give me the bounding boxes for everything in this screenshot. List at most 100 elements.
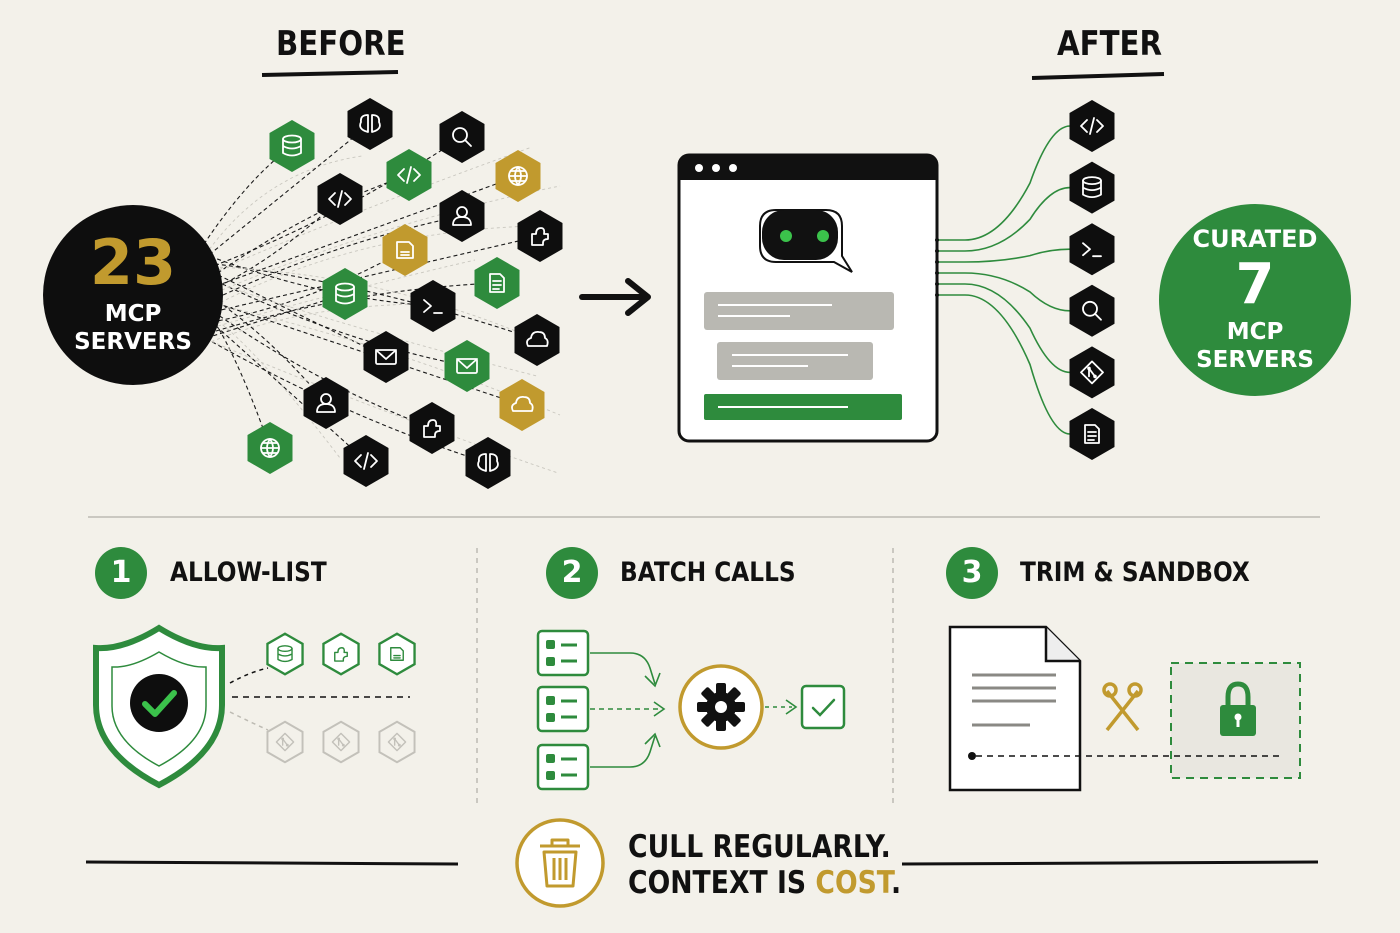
connection-line (209, 225, 533, 309)
database-icon (282, 134, 302, 157)
footer-line-2-prefix: CONTEXT IS (628, 865, 816, 901)
after-underline (1031, 72, 1165, 80)
server-hex (409, 402, 455, 454)
code-icon (1080, 117, 1104, 135)
server-hex (303, 377, 349, 429)
connection-line (211, 174, 410, 278)
server-hex (499, 379, 545, 431)
connection-line (215, 280, 468, 367)
connection-line (217, 320, 341, 459)
step-number-circle (946, 547, 998, 599)
checkbox-icon (800, 684, 846, 730)
window-dot (695, 164, 703, 172)
step-number-circle (546, 547, 598, 599)
search-icon (1082, 300, 1102, 321)
database-icon (277, 645, 293, 663)
server-hex (1069, 223, 1115, 276)
before-underline (261, 70, 399, 77)
server-hex (343, 435, 389, 487)
window-dot (712, 164, 720, 172)
user-icon (316, 393, 336, 413)
step-1-number: 1 (110, 555, 132, 590)
batch-calls-illustration (536, 629, 846, 791)
server-hex (347, 98, 393, 150)
globe-icon (508, 166, 528, 186)
blocked-server-hex (266, 720, 304, 764)
connection-line (937, 283, 1071, 374)
blocked-server-hex (378, 720, 416, 764)
step-2-label: BATCH CALLS (620, 557, 796, 588)
after-count: 7 (1235, 252, 1275, 317)
after-server-list (1069, 100, 1115, 460)
window-dot (729, 164, 737, 172)
connection-line (203, 123, 371, 260)
document-icon (1084, 424, 1100, 444)
connection-line (215, 325, 367, 462)
footer-accent: COST (815, 865, 891, 901)
document-icon (948, 625, 1082, 792)
puzzle-icon (423, 419, 441, 438)
mail-icon (375, 349, 397, 365)
code-icon (354, 452, 378, 470)
trim-sandbox-illustration (948, 625, 1301, 792)
document-icon (489, 273, 505, 293)
git-icon (387, 732, 407, 752)
step-1-label: ALLOW-LIST (170, 557, 327, 588)
curated-count-circle (1159, 204, 1351, 396)
connection-line (211, 249, 406, 323)
mail-icon (456, 358, 478, 374)
footer-rule (85, 860, 459, 866)
step-number-circle (95, 547, 147, 599)
footer-line-2-suffix: . (890, 865, 902, 901)
list-task-icon (536, 743, 590, 791)
connection-line (205, 155, 363, 255)
server-hex (363, 331, 409, 383)
transition-arrow (579, 278, 651, 316)
before-count-circle (43, 205, 223, 385)
connection-line (215, 282, 498, 332)
server-hex (1069, 408, 1115, 460)
server-hex (514, 314, 560, 366)
terminal-icon (423, 299, 443, 314)
allowed-server-hex (378, 632, 416, 676)
footer-line-1: CULL REGULARLY. (628, 829, 891, 865)
server-hex (269, 120, 315, 172)
globe-icon (260, 438, 280, 458)
server-hex (410, 280, 456, 332)
step-3-label: TRIM & SANDBOX (1020, 557, 1250, 588)
connection-line (205, 338, 559, 474)
server-hex (439, 190, 485, 242)
connection-line (213, 146, 533, 273)
user-icon (452, 206, 472, 226)
connection-line (203, 215, 463, 305)
cloud-icon (526, 330, 549, 347)
server-hex (1069, 284, 1115, 337)
server-hex (495, 150, 541, 202)
allowed-server-hex (322, 632, 360, 676)
server-hex (474, 257, 520, 309)
step-2-number: 2 (561, 555, 583, 590)
lock-icon (1220, 681, 1256, 736)
connection-line (937, 248, 1071, 263)
connection-line (211, 316, 271, 449)
footer-line-2: CONTEXT IS COST. (628, 865, 901, 901)
after-connections (935, 125, 1071, 435)
code-icon (328, 190, 352, 208)
connection-line (207, 307, 433, 429)
list-task-icon (536, 685, 590, 733)
cloud-icon (511, 395, 534, 412)
server-hex (322, 268, 368, 320)
code-icon (397, 166, 421, 184)
agent-window (677, 153, 939, 443)
allowed-server-hex (266, 632, 304, 676)
terminal-icon (1082, 242, 1102, 258)
list-task-icon (536, 629, 590, 677)
before-count: 23 (89, 226, 177, 299)
connection-line (937, 186, 1071, 252)
after-count-label-2: SERVERS (1196, 347, 1314, 373)
connection-line (207, 136, 463, 269)
server-hex (317, 173, 363, 225)
robot-icon (759, 209, 853, 273)
connection-line (203, 253, 434, 307)
